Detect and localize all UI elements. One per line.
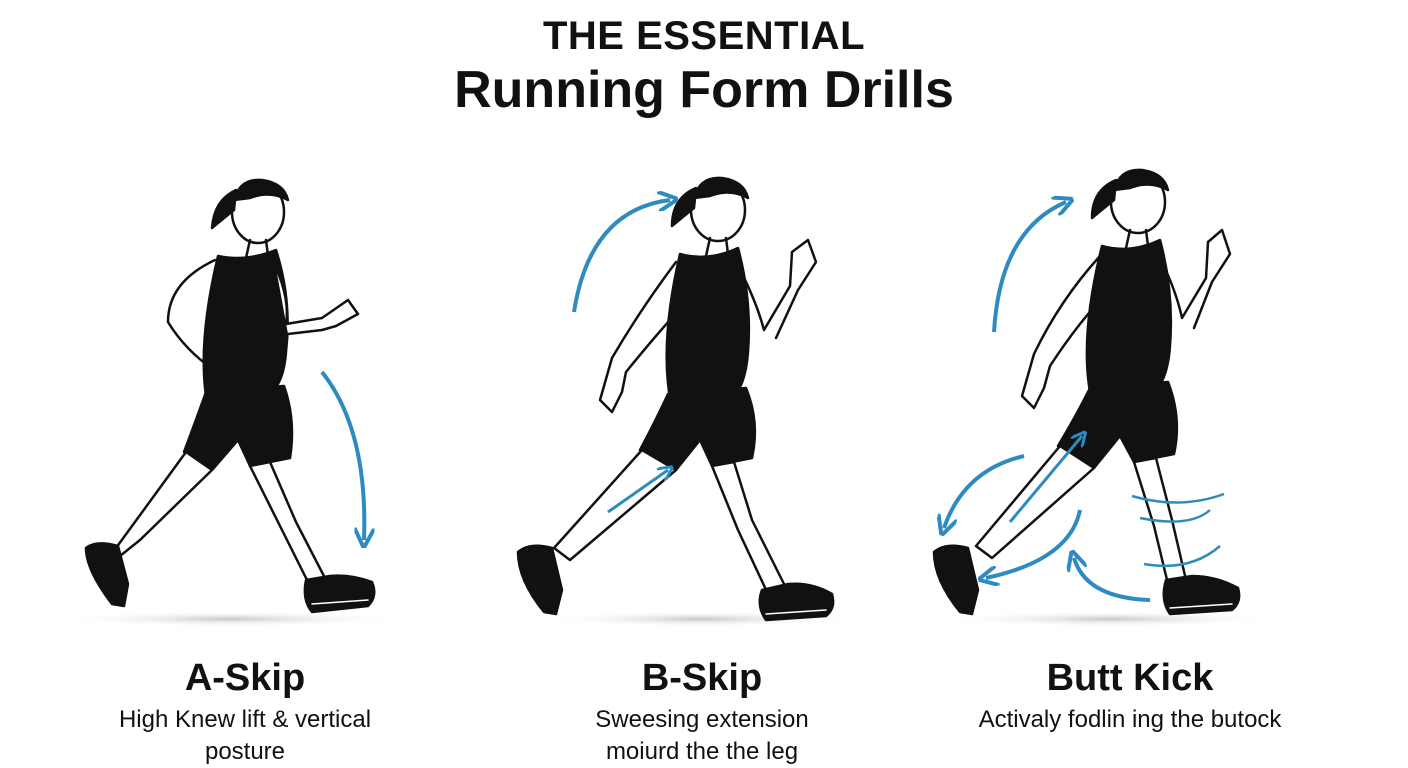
- a-skip-illustration: [55, 178, 405, 627]
- drill-description: Activaly fodlin ing the butock: [978, 706, 1282, 733]
- drill-name: Butt Kick: [1046, 657, 1214, 699]
- runner-figure-icon: [932, 168, 1241, 616]
- page-title: Running Form Drills: [454, 61, 954, 119]
- motion-arrow-icon: [320, 370, 364, 540]
- butt-kick-illustration: [932, 168, 1280, 627]
- drill-name: B-Skip: [641, 657, 763, 699]
- drill-description-line1: Sweesing extension: [595, 706, 809, 733]
- drill-description: Sweesing extension moiurd the the leg: [537, 704, 867, 768]
- motion-arrow-icon: [607, 470, 668, 514]
- drill-name: A-Skip: [184, 657, 306, 699]
- ground-shadow: [55, 611, 405, 627]
- b-skip-illustration: [516, 176, 860, 627]
- motion-arrow-icon: [986, 509, 1082, 578]
- b-skip-caption: B-Skip Sweesing extension moiurd the the…: [537, 656, 867, 768]
- motion-arrow-icon: [1074, 558, 1151, 602]
- ground-shadow: [940, 611, 1280, 627]
- butt-kick-caption: Butt Kick Activaly fodlin ing the butock: [960, 656, 1300, 736]
- runner-figure-icon: [516, 176, 835, 622]
- motion-arrow-icon: [944, 454, 1025, 528]
- motion-arrow-icon: [1008, 436, 1082, 523]
- drill-description: High Knew lift & vertical posture: [118, 706, 372, 765]
- runner-figure-icon: [84, 178, 376, 614]
- a-skip-caption: A-Skip High Knew lift & vertical posture: [80, 656, 410, 768]
- page-title-line1: THE ESSENTIAL: [542, 14, 866, 58]
- motion-arrow-icon: [992, 202, 1066, 333]
- motion-lines: [1131, 492, 1225, 568]
- motion-arrow-icon: [572, 200, 670, 313]
- drill-description-line2: moiurd the the leg: [605, 738, 799, 765]
